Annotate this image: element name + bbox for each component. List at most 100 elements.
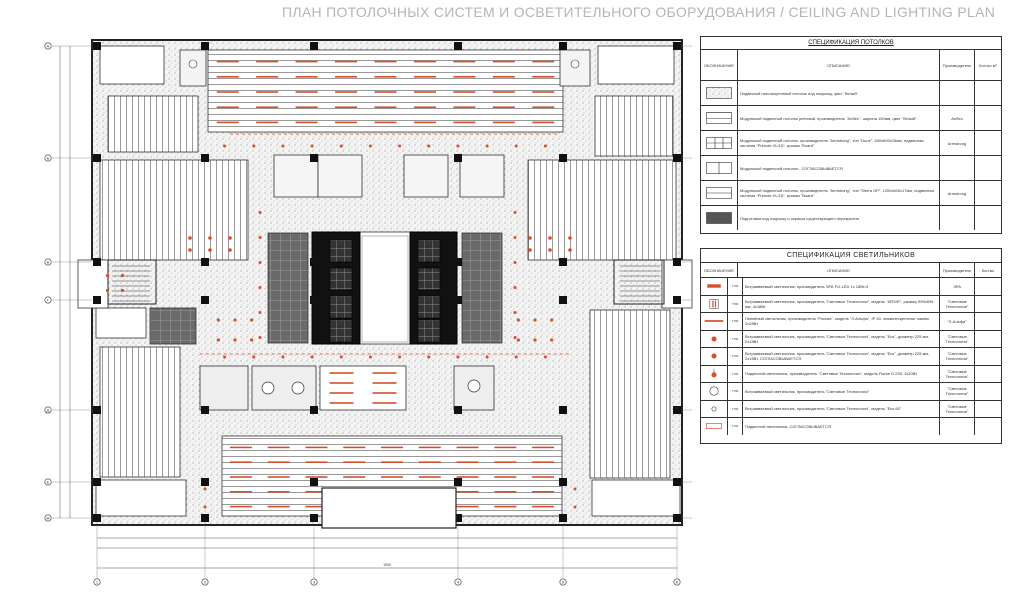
light-symbol — [701, 400, 728, 417]
light-line-fixture — [216, 91, 239, 93]
ceiling-symbol — [701, 181, 738, 205]
structural-column — [673, 478, 681, 486]
light-line-fixture — [532, 491, 555, 493]
light-line-fixture — [418, 446, 441, 449]
light-line-fixture — [267, 505, 290, 508]
ceiling-maker — [940, 81, 975, 105]
structural-column — [201, 514, 209, 522]
elevator-lobby — [361, 235, 409, 343]
downlight — [514, 144, 518, 148]
grid-axis-label: 5 — [562, 580, 565, 585]
downlight — [252, 355, 256, 359]
ceiling-maker — [940, 156, 975, 180]
light-desc: Встраиваемый светильник, производитель Э… — [743, 278, 940, 295]
light-code: 7700 — [728, 365, 743, 382]
light-symbol — [701, 365, 728, 382]
downlight — [513, 236, 517, 239]
stair-core-right — [461, 232, 503, 344]
light-desc: Встраиваемый светильник, производитель "… — [743, 383, 940, 400]
light-desc: Подвесной светильник, СОГЛАСОВЫВАЕТСЯ — [743, 418, 940, 435]
light-line-fixture — [216, 106, 239, 108]
structural-column — [310, 406, 318, 414]
elevator-shaft — [329, 239, 353, 263]
structural-column — [559, 478, 567, 486]
ceiling-desc: Подготовка под покраску и окраска сущест… — [738, 206, 940, 230]
ceiling-col-qty: Кол-во м² — [979, 62, 997, 68]
light-line-fixture — [267, 491, 290, 493]
light-line-fixture — [372, 372, 397, 374]
light-line-fixture — [413, 106, 436, 108]
meeting-room-left — [199, 365, 249, 411]
structural-column — [454, 514, 462, 522]
office-left-dark — [149, 307, 197, 345]
downlight — [223, 355, 227, 359]
downlight — [216, 338, 220, 342]
downlight — [216, 318, 220, 322]
light-line-fixture — [295, 91, 318, 93]
downlight — [105, 273, 110, 278]
downlight — [514, 355, 518, 359]
ceiling-qty — [975, 131, 1001, 155]
downlight — [368, 144, 372, 148]
light-maker: "Световые Технологии" — [940, 383, 975, 400]
ceiling-spec-row: Модульный подвесной потолок, производите… — [701, 131, 1001, 156]
stair-left — [107, 259, 157, 305]
downlight — [398, 355, 402, 359]
structural-column — [93, 478, 101, 486]
light-line-fixture — [335, 91, 358, 93]
light-col-qty: Кол-во — [981, 267, 995, 273]
light-line-fixture — [453, 91, 476, 93]
downlight — [456, 144, 460, 148]
ceiling-maker: Armstrong — [940, 181, 975, 205]
light-line-fixture — [494, 476, 517, 478]
light-line-fixture — [229, 461, 252, 463]
light-line-fixture — [381, 461, 403, 463]
downlight — [258, 336, 262, 339]
light-line-fixture — [532, 505, 555, 508]
downlight — [516, 338, 520, 342]
light-line-fixture — [305, 446, 328, 449]
ceiling-qty — [975, 81, 1001, 105]
structural-column — [454, 42, 462, 50]
office-top-right-a — [597, 45, 675, 85]
downlight — [533, 318, 537, 322]
structural-column — [454, 406, 462, 414]
grid-ceiling-left-top — [107, 95, 199, 153]
light-line-fixture — [413, 76, 436, 78]
ceiling-col-maker: Производитель — [940, 50, 975, 80]
structural-column — [93, 42, 101, 50]
light-symbol — [701, 313, 728, 330]
light-line-fixture — [532, 121, 555, 124]
ceiling-desc: Модульный подвесной потолок реечный, про… — [738, 106, 940, 130]
grid-axis-label: Ж — [46, 516, 50, 521]
light-symbol — [701, 278, 728, 295]
light-line-fixture — [267, 446, 290, 449]
downlight — [339, 355, 343, 359]
light-maker: "Световые Технологии" — [940, 365, 975, 382]
elevator-shaft — [417, 267, 441, 291]
light-line-fixture — [494, 461, 517, 463]
downlight — [223, 144, 227, 148]
light-line-fixture — [305, 505, 328, 508]
light-line-fixture — [256, 106, 279, 108]
downlight — [456, 355, 460, 359]
downlight — [573, 487, 577, 491]
downlight — [258, 286, 262, 289]
light-line-fixture — [372, 392, 397, 394]
grid-axis-bubble — [201, 578, 209, 586]
downlight — [310, 355, 314, 359]
downlight — [513, 336, 517, 339]
light-line-fixture — [381, 446, 403, 449]
grid-axis-label: 1 — [96, 580, 99, 585]
ceiling-spec-row: Подготовка под покраску и окраска сущест… — [701, 206, 1001, 230]
light-line-fixture — [456, 505, 479, 508]
light-line-fixture — [329, 372, 354, 374]
structural-column — [673, 296, 681, 304]
light-maker — [940, 418, 975, 435]
light-line-fixture — [532, 60, 555, 63]
light-code: 7700 — [728, 278, 743, 295]
light-line-fixture — [413, 121, 436, 124]
